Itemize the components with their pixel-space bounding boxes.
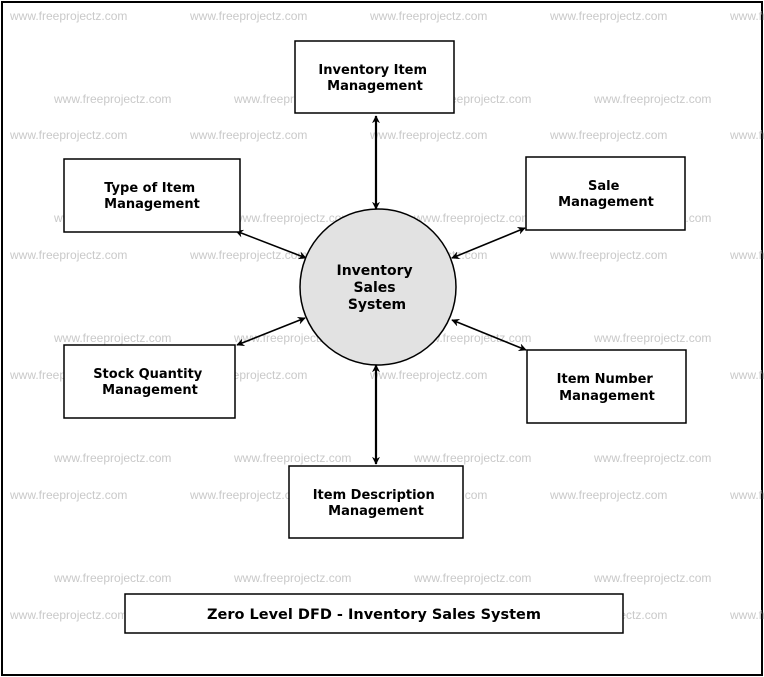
watermark-text: www.freeprojectz.com <box>729 248 764 262</box>
watermark-text: www.freeprojectz.com <box>593 331 711 345</box>
watermark-text: www.freeprojectz.com <box>413 211 531 225</box>
entity-label-line-2: Management <box>104 197 200 212</box>
flow-type-of-item <box>235 229 307 260</box>
process-label-line-1: Inventory <box>337 263 413 279</box>
watermark-layer: www.freeprojectz.com www.freeprojectz.com… <box>9 9 764 622</box>
entity-label-line-1: Item Description <box>313 488 435 503</box>
entity-box <box>63 344 236 419</box>
watermark-text: www.freeprojectz.com <box>413 571 531 585</box>
process-circle <box>299 208 457 366</box>
flow-stock-quantity <box>236 316 306 347</box>
watermark-text: www.freeprojectz.com <box>189 248 307 262</box>
entity-box <box>288 465 464 539</box>
process-label-line-3: System <box>348 297 406 313</box>
entity-label-line-1: Type of Item <box>104 181 195 196</box>
watermark-text: www.freeprojectz.com <box>549 488 667 502</box>
diagram-title: Zero Level DFD - Inventory Sales System <box>124 593 624 634</box>
watermark-text: www.freeprojectz.com <box>189 488 307 502</box>
watermark-text: www.freeprojectz.com <box>9 248 127 262</box>
entity-label-line-2: Management <box>328 504 424 519</box>
watermark-text: www.freeprojectz.com <box>593 571 711 585</box>
watermark-text: www.freeprojectz.com <box>549 128 667 142</box>
watermark-text: www.freeprojectz.com <box>729 9 764 23</box>
entity-box <box>63 158 241 233</box>
watermark-text: www.freeprojectz.com <box>189 128 307 142</box>
watermark-text: www.freeprojectz.com <box>9 488 127 502</box>
watermark-text: www.freeprojectz.com <box>233 451 351 465</box>
entity-item-number-management: Item Number Management <box>526 349 687 424</box>
flow-item-number <box>451 318 527 352</box>
watermark-text: www.freeprojectz.com <box>53 331 171 345</box>
watermark-text: www.freeprojectz.com <box>9 9 127 23</box>
watermark-text: www.freeprojectz.com <box>729 368 764 382</box>
entity-item-description-management: Item Description Management <box>288 465 464 539</box>
entity-label-line-1: Stock Quantity <box>93 367 203 382</box>
watermark-text: www.freeprojectz.com <box>413 451 531 465</box>
watermark-text: www.freeprojectz.com <box>369 368 487 382</box>
entity-label-line-2: Management <box>558 195 654 210</box>
entity-label-line-2: Management <box>327 79 423 94</box>
watermark-text: www.freeprojectz.com <box>233 571 351 585</box>
svg-text:Sale Management: Sale Management <box>558 179 654 210</box>
entity-stock-quantity-management: Stock Quantity Management <box>63 344 236 419</box>
watermark-text: www.freeprojectz.com <box>9 128 127 142</box>
process-label-line-2: Sales <box>353 280 395 296</box>
entity-label-line-1: Sale <box>588 179 620 194</box>
entity-sale-management: Sale Management <box>525 156 686 231</box>
title-label: Zero Level DFD - Inventory Sales System <box>207 607 541 623</box>
watermark-text: www.freeprojectz.com <box>53 571 171 585</box>
watermark-text: www.freeprojectz.com <box>189 9 307 23</box>
watermark-text: www.freeprojectz.com <box>593 92 711 106</box>
watermark-text: www.freeprojectz.com <box>729 488 764 502</box>
watermark-text: www.freeprojectz.com <box>729 608 764 622</box>
svg-text:Type of Item Management: Type of Item Management <box>104 181 200 212</box>
entity-label-line-2: Management <box>559 389 655 404</box>
watermark-text: www.freeprojectz.com <box>549 9 667 23</box>
watermark-text: www.freeprojectz.com <box>369 9 487 23</box>
entity-label-line-1: Item Number <box>557 372 654 387</box>
watermark-text: www.freeprojectz.com <box>53 451 171 465</box>
watermark-text: www.freeprojectz.com <box>233 211 351 225</box>
svg-text:Inventory Item Managemen: Inventory Item Management <box>318 63 431 94</box>
svg-text:Item Number Management: Item Number Management <box>557 372 658 404</box>
entity-box <box>525 156 686 231</box>
svg-text:Stock Quantity Managemen: Stock Quantity Management <box>93 367 207 398</box>
svg-text:Inventory Sales Sy: Inventory Sales System <box>337 263 418 313</box>
svg-text:Item Description Managem: Item Description Management <box>313 488 440 519</box>
entity-label-line-1: Inventory Item <box>318 63 427 78</box>
watermark-text: www.freeprojectz.com <box>593 451 711 465</box>
process-inventory-sales-system: Inventory Sales System <box>299 208 457 366</box>
watermark-text: www.freeprojectz.com <box>369 128 487 142</box>
entity-type-of-item-management: Type of Item Management <box>63 158 241 233</box>
entity-box <box>294 40 455 114</box>
entity-box <box>526 349 687 424</box>
watermark-text: www.freeprojectz.com <box>9 608 127 622</box>
entity-inventory-item-management: Inventory Item Management <box>294 40 455 114</box>
watermark-text: www.freeprojectz.com <box>53 92 171 106</box>
watermark-text: www.freeprojectz.com <box>729 128 764 142</box>
flow-sale <box>451 227 526 259</box>
entity-label-line-2: Management <box>102 383 198 398</box>
watermark-text: www.freeprojectz.com <box>549 248 667 262</box>
title-box <box>124 593 624 634</box>
